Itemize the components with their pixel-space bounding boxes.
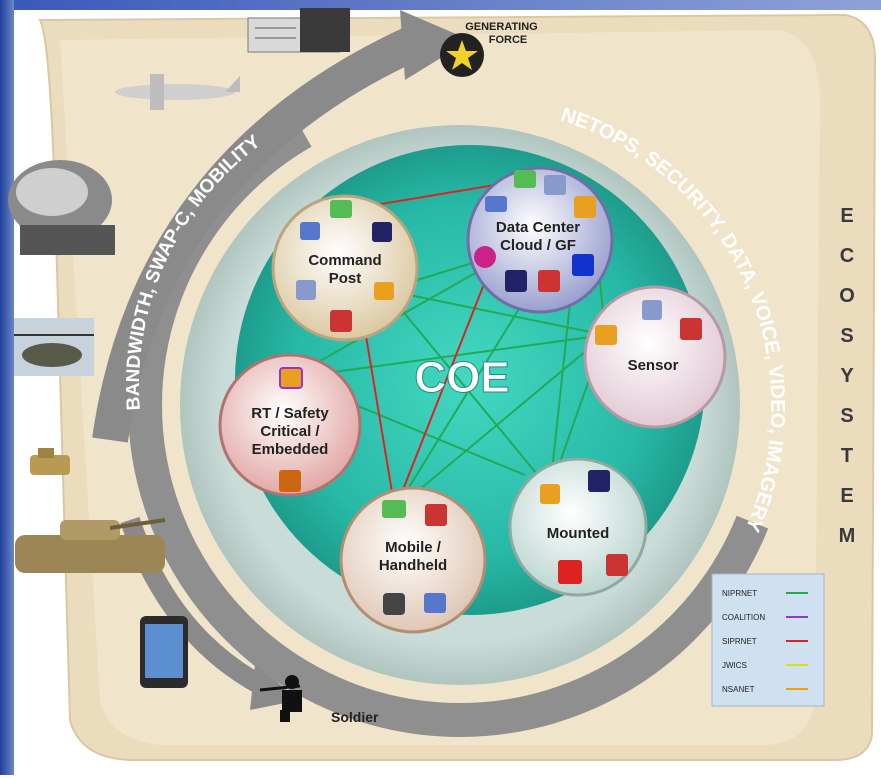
star-icon bbox=[446, 40, 478, 70]
node-label-line: RT / Safety bbox=[251, 405, 329, 422]
satellite-dish-icon bbox=[8, 160, 115, 255]
legend-label: NSANET bbox=[722, 685, 755, 694]
ecosystem-letter: Y bbox=[840, 365, 854, 387]
node-label-line: Mobile / bbox=[385, 539, 442, 556]
node-label-line: Command bbox=[308, 252, 381, 269]
mail-icon bbox=[300, 222, 320, 240]
legend: NIPRNET COALITION SIPRNET JWICS NSANET bbox=[711, 573, 825, 707]
node-mounted[interactable] bbox=[508, 457, 648, 597]
network-icon bbox=[296, 280, 316, 300]
mounted-label: Mounted bbox=[547, 525, 609, 542]
network-icon bbox=[544, 175, 566, 195]
node-command-post[interactable] bbox=[271, 194, 419, 342]
airplane-icon bbox=[115, 74, 240, 110]
ecosystem-letter: E bbox=[840, 485, 853, 507]
netops-arrow-ring bbox=[128, 73, 792, 737]
globe-icon bbox=[588, 470, 610, 492]
node-label-line: Handheld bbox=[379, 557, 447, 574]
device-icon bbox=[558, 560, 582, 584]
generating-force-arrowhead bbox=[400, 10, 470, 80]
database-icon bbox=[474, 246, 496, 268]
ecosystem-letter: C bbox=[840, 245, 854, 267]
puzzle-icon bbox=[330, 310, 352, 332]
network-icon bbox=[642, 300, 662, 320]
globe-icon bbox=[372, 222, 392, 242]
bandwidth-arrow-band bbox=[92, 23, 428, 443]
generating-force-line: FORCE bbox=[489, 34, 528, 46]
chat-icon bbox=[514, 170, 536, 188]
chat-icon bbox=[382, 500, 406, 518]
node-label-line: Embedded bbox=[252, 441, 329, 458]
mobile-label: Mobile /Handheld bbox=[379, 539, 447, 574]
puzzle-icon bbox=[680, 318, 702, 340]
helicopter-icon bbox=[14, 318, 94, 376]
ecosystem-letter: M bbox=[839, 525, 856, 547]
folder-icon bbox=[279, 367, 303, 389]
smartphone-icon bbox=[140, 616, 188, 688]
node-label-line: Mounted bbox=[547, 525, 609, 542]
folder-icon bbox=[574, 196, 596, 218]
mail-icon bbox=[485, 196, 507, 212]
node-data-center[interactable] bbox=[466, 166, 614, 314]
soldier-label: Soldier bbox=[331, 709, 379, 725]
ecosystem-letter: S bbox=[840, 405, 853, 427]
globe-icon bbox=[505, 270, 527, 292]
vehicle-icon bbox=[30, 448, 70, 475]
chat-icon bbox=[330, 200, 352, 218]
link-mobile-sensor bbox=[394, 334, 606, 511]
node-mobile[interactable] bbox=[339, 486, 487, 634]
tank-icon bbox=[15, 518, 166, 573]
link-rt-sensor bbox=[289, 334, 606, 379]
ecosystem-letter: S bbox=[840, 325, 853, 347]
generating-force-label: GENERATING FORCE bbox=[465, 21, 541, 46]
soldier-icon bbox=[259, 675, 302, 722]
folder-icon bbox=[595, 325, 617, 345]
node-sensor[interactable] bbox=[583, 285, 727, 429]
legend-label: COALITION bbox=[722, 613, 765, 622]
generating-force-line: GENERATING bbox=[465, 21, 538, 33]
folder-icon bbox=[374, 282, 394, 300]
node-label-line: Critical / bbox=[260, 423, 320, 440]
legend-items: NIPRNET COALITION SIPRNET JWICS NSANET bbox=[722, 589, 808, 694]
node-rt-safety[interactable] bbox=[218, 353, 362, 497]
ecosystem-letter: E bbox=[840, 205, 853, 227]
chip-icon bbox=[279, 470, 301, 492]
legend-label: NIPRNET bbox=[722, 589, 757, 598]
legend-label: SIPRNET bbox=[722, 637, 757, 646]
server-icon bbox=[572, 254, 594, 276]
puzzle-icon bbox=[538, 270, 560, 292]
mobile-circle bbox=[339, 486, 487, 634]
folder-icon bbox=[540, 484, 560, 504]
mail-icon bbox=[424, 593, 446, 613]
node-label-line: Data Center bbox=[496, 219, 580, 236]
node-label-line: Sensor bbox=[628, 357, 679, 374]
phone-icon bbox=[383, 593, 405, 615]
legend-label: JWICS bbox=[722, 661, 747, 670]
top-stripe bbox=[0, 0, 881, 10]
puzzle-icon bbox=[425, 504, 447, 526]
sensor-label: Sensor bbox=[628, 357, 679, 374]
puzzle-icon bbox=[606, 554, 628, 576]
building-icon bbox=[247, 8, 350, 53]
ecosystem-letter: O bbox=[839, 285, 855, 307]
left-stripe bbox=[0, 0, 14, 775]
node-label-line: Post bbox=[329, 270, 362, 287]
ecosystem-letter: T bbox=[841, 445, 853, 467]
rt-safety-circle bbox=[218, 353, 362, 497]
coe-label: COE bbox=[414, 353, 509, 402]
node-label-line: Cloud / GF bbox=[500, 237, 576, 254]
